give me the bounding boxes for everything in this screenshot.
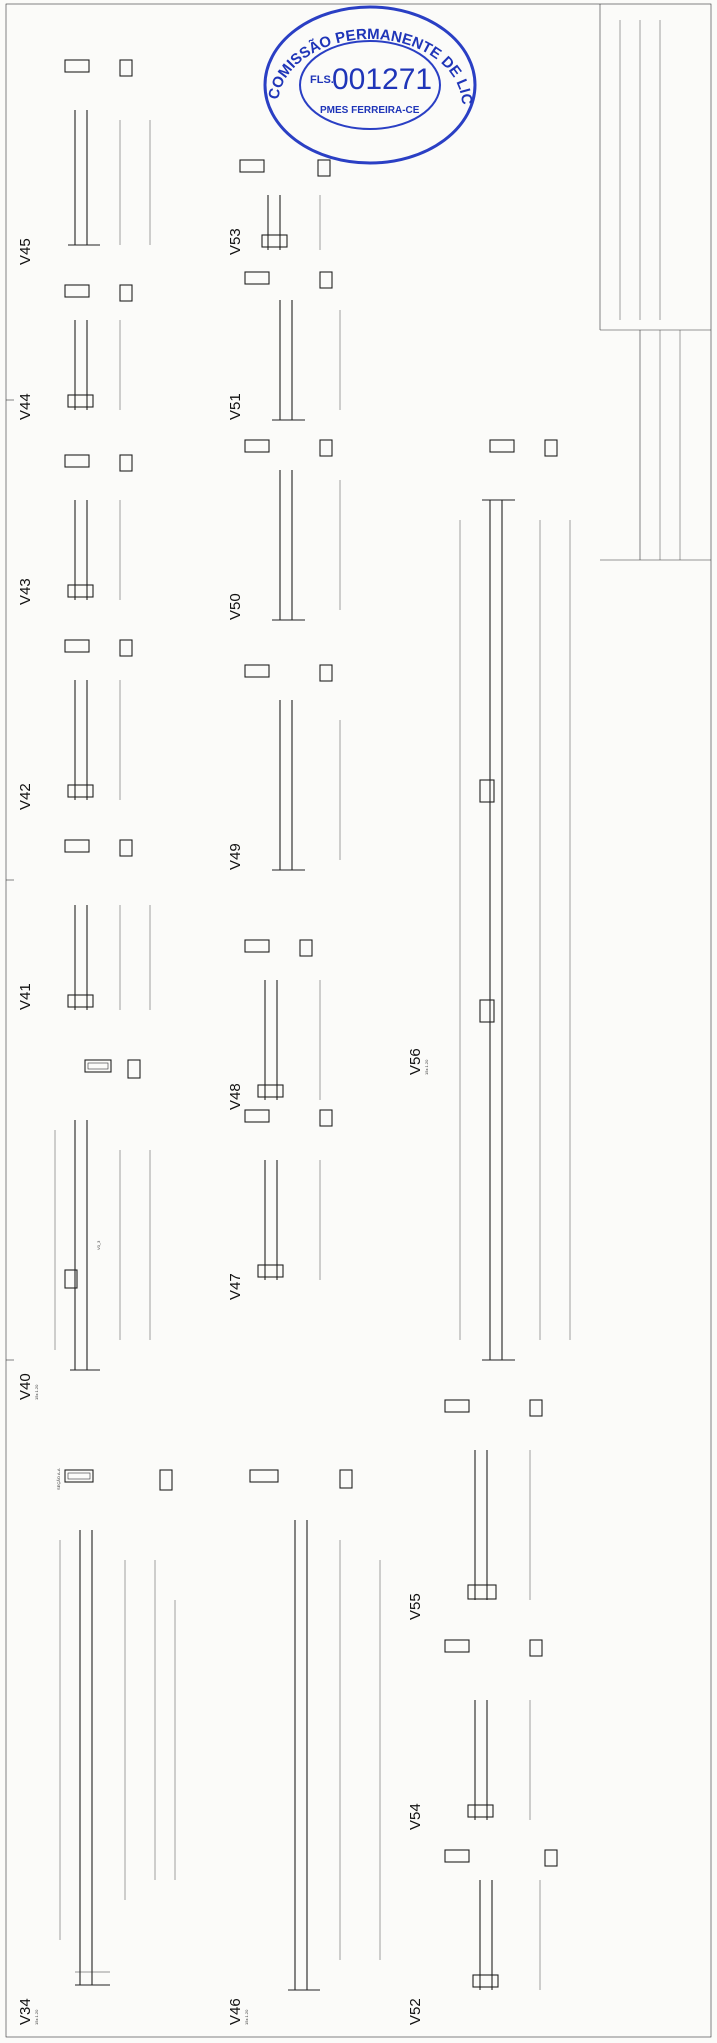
beam-v52-detail bbox=[472, 1880, 541, 1990]
label-v43: V43 bbox=[17, 578, 34, 605]
sublabel-v34: 15x 1.20 bbox=[34, 2009, 39, 2025]
label-v56: V56 bbox=[407, 1048, 424, 1075]
beam-v51-detail bbox=[272, 300, 341, 421]
section-v48 bbox=[244, 939, 313, 957]
section-v42 bbox=[64, 639, 133, 657]
stamp-inner-ring bbox=[299, 40, 441, 130]
section-v45 bbox=[64, 59, 133, 77]
beam-sublabels: 15x 1.20 15x 1.20 15x 1.20 15x 1.20 V0_3… bbox=[34, 1059, 429, 2025]
beam-v49-detail bbox=[272, 700, 341, 871]
inline-label-v03: V0_3 bbox=[96, 1240, 101, 1250]
stamp-outer-ring bbox=[263, 5, 477, 165]
beam-v54-detail bbox=[467, 1700, 531, 1820]
section-v51 bbox=[244, 271, 333, 289]
section-v56 bbox=[489, 439, 558, 457]
beam-v46-detail bbox=[288, 1520, 381, 1991]
stamp-fls-label: FLS. bbox=[310, 74, 334, 86]
section-label: SEÇÃO A-A bbox=[56, 1468, 61, 1490]
section-v34 bbox=[64, 1469, 173, 1491]
section-v40 bbox=[84, 1059, 141, 1079]
section-v55 bbox=[444, 1399, 543, 1417]
section-v41 bbox=[64, 839, 133, 857]
beam-v41-detail bbox=[67, 905, 151, 1010]
label-v53: V53 bbox=[227, 228, 244, 255]
label-v40: V40 bbox=[17, 1373, 34, 1400]
section-v50 bbox=[244, 439, 333, 457]
sublabel-v46: 15x 1.20 bbox=[244, 2009, 249, 2025]
beam-v50-detail bbox=[272, 470, 341, 621]
label-v49: V49 bbox=[227, 843, 244, 870]
beam-v53-detail bbox=[261, 195, 321, 250]
section-v43 bbox=[64, 454, 133, 472]
label-v47: V47 bbox=[227, 1273, 244, 1300]
label-v54: V54 bbox=[407, 1803, 424, 1830]
label-v52: V52 bbox=[407, 1998, 424, 2025]
title-block bbox=[599, 4, 711, 561]
stamp-number: 001271 bbox=[332, 63, 432, 96]
beam-v47-detail bbox=[257, 1160, 321, 1280]
beam-labels: V34 V40 V41 V42 V43 V44 V45 V46 V47 V48 … bbox=[17, 228, 424, 2025]
stamp-place: PMES FERREIRA-CE bbox=[320, 105, 420, 116]
sublabel-v56: 15x 1.20 bbox=[424, 1059, 429, 1075]
label-v44: V44 bbox=[17, 393, 34, 420]
commission-stamp: COMISSÃO PERMANENTE DE LICITAÇÃO FLS. 00… bbox=[263, 5, 477, 165]
sheet-border bbox=[5, 3, 712, 2038]
label-v46: V46 bbox=[227, 1998, 244, 2025]
beam-v34-detail bbox=[59, 1530, 176, 1986]
beam-v44-detail bbox=[67, 320, 121, 410]
label-v45: V45 bbox=[17, 238, 34, 265]
label-v34: V34 bbox=[17, 1998, 34, 2025]
beam-v55-detail bbox=[467, 1450, 531, 1600]
label-v48: V48 bbox=[227, 1083, 244, 1110]
sublabel-v40: 15x 1.20 bbox=[34, 1384, 39, 1400]
label-v50: V50 bbox=[227, 593, 244, 620]
label-v51: V51 bbox=[227, 393, 244, 420]
section-v44 bbox=[64, 284, 133, 302]
label-v55: V55 bbox=[407, 1593, 424, 1620]
label-v42: V42 bbox=[17, 783, 34, 810]
beam-v42-detail bbox=[67, 680, 121, 800]
beam-v43-detail bbox=[67, 500, 121, 600]
section-v53 bbox=[239, 159, 331, 177]
section-v46 bbox=[249, 1469, 353, 1489]
beam-v45-detail bbox=[68, 110, 151, 246]
beam-v40-detail bbox=[54, 1120, 151, 1371]
beam-v48-detail bbox=[257, 980, 321, 1100]
section-v47 bbox=[244, 1109, 333, 1127]
label-v41: V41 bbox=[17, 983, 34, 1010]
section-v49 bbox=[244, 664, 333, 682]
section-v54 bbox=[444, 1639, 543, 1657]
beam-v56-detail bbox=[459, 499, 571, 1361]
section-v52 bbox=[444, 1849, 558, 1867]
